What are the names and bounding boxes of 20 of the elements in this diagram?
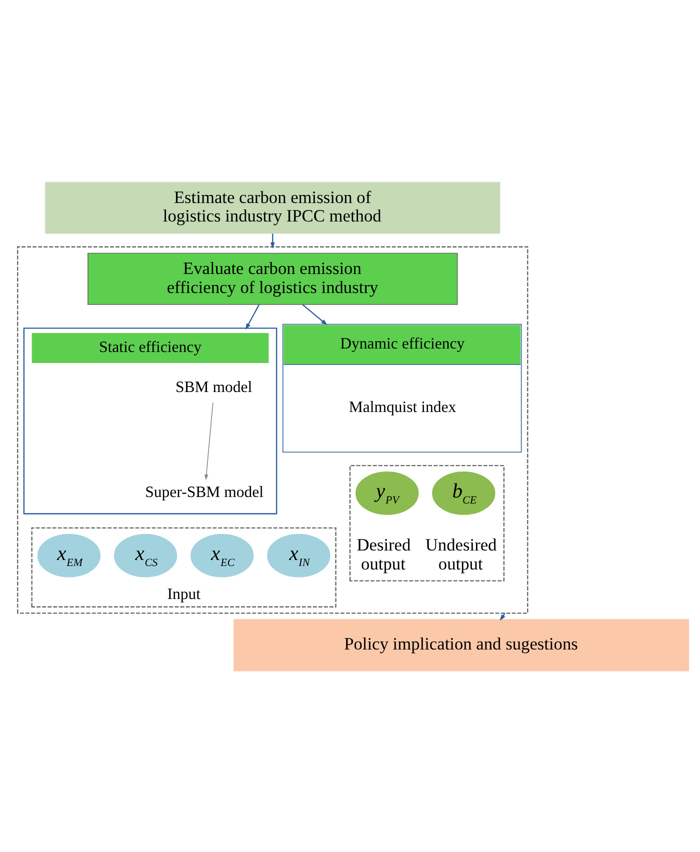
node-text: SBM model bbox=[176, 378, 252, 396]
node-ellipse: b$_{CE}$ bbox=[432, 471, 496, 514]
node-label: Undesired output bbox=[425, 535, 497, 573]
node-ellipse: x$_{EM}$ bbox=[37, 533, 101, 577]
arrow bbox=[204, 402, 214, 480]
node-box: Estimate carbon emission of logistics industry IPCC method bbox=[44, 181, 500, 234]
node-text: Super-SBM model bbox=[145, 484, 264, 501]
node-ellipse: x$_{EC}$ bbox=[190, 533, 254, 577]
arrow bbox=[500, 612, 506, 620]
cluster bbox=[349, 464, 505, 581]
node-label: Desired output bbox=[356, 535, 411, 573]
node-box: Policy implication and sugestions bbox=[234, 618, 690, 671]
cluster bbox=[17, 246, 528, 614]
arrow bbox=[270, 233, 275, 248]
arrow bbox=[245, 304, 260, 330]
arrow bbox=[302, 304, 328, 325]
node-ellipse: x$_{CS}$ bbox=[114, 533, 178, 577]
node-ellipse: x$_{IN}$ bbox=[267, 533, 330, 577]
node-box: Evaluate carbon emission efficiency of logistics industry bbox=[88, 252, 458, 304]
node-ellipse: y$_{PV}$ bbox=[356, 471, 419, 514]
